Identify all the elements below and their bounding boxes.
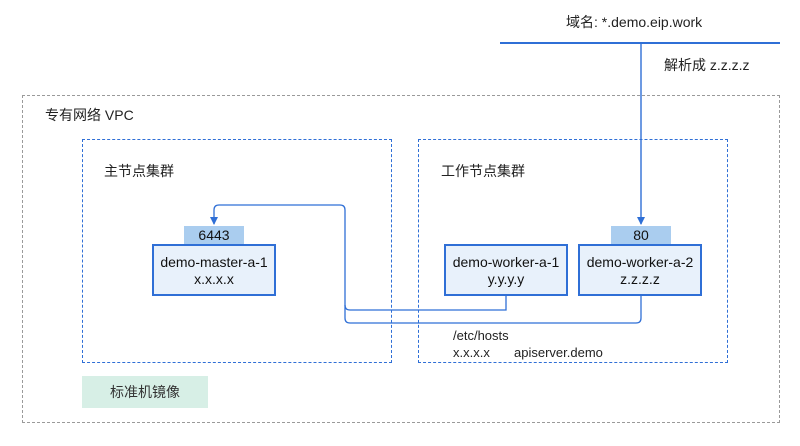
resolve-label: 解析成 z.z.z.z: [664, 57, 750, 73]
worker-node-2-name: demo-worker-a-2: [586, 254, 694, 270]
worker-cluster-title: 工作节点集群: [441, 163, 525, 179]
worker-node-1-name: demo-worker-a-1: [452, 254, 560, 270]
domain-value: *.demo.eip.work: [601, 14, 703, 30]
vpc-title: 专有网络 VPC: [45, 107, 134, 123]
hosts-file-label: /etc/hosts: [453, 328, 509, 343]
worker1-to-master-arrow: [210, 204, 507, 311]
master-node-name: demo-master-a-1: [160, 254, 268, 270]
worker-cluster: [418, 139, 728, 363]
standard-image-badge: 标准机镜像: [82, 376, 208, 408]
master-cluster-title: 主节点集群: [104, 163, 174, 179]
worker-node-1: demo-worker-a-1 y.y.y.y: [444, 244, 568, 296]
master-node: demo-master-a-1 x.x.x.x: [152, 244, 276, 296]
master-cluster: [82, 139, 392, 363]
domain-label: 域名: *.demo.eip.work: [566, 14, 702, 30]
hosts-entry-ip: x.x.x.x: [453, 345, 490, 360]
master-node-ip: x.x.x.x: [194, 271, 234, 287]
master-port-badge: 6443: [184, 226, 244, 244]
hosts-entry-host: apiserver.demo: [514, 345, 603, 360]
worker2-to-master-path: [344, 296, 642, 324]
worker-node-1-ip: y.y.y.y: [487, 271, 525, 287]
vpc-container: [22, 95, 780, 423]
domain-label-prefix: 域名:: [566, 14, 598, 30]
worker-port-badge: 80: [611, 226, 671, 244]
worker-node-2-ip: z.z.z.z: [620, 271, 660, 287]
worker-node-2: demo-worker-a-2 z.z.z.z: [578, 244, 702, 296]
